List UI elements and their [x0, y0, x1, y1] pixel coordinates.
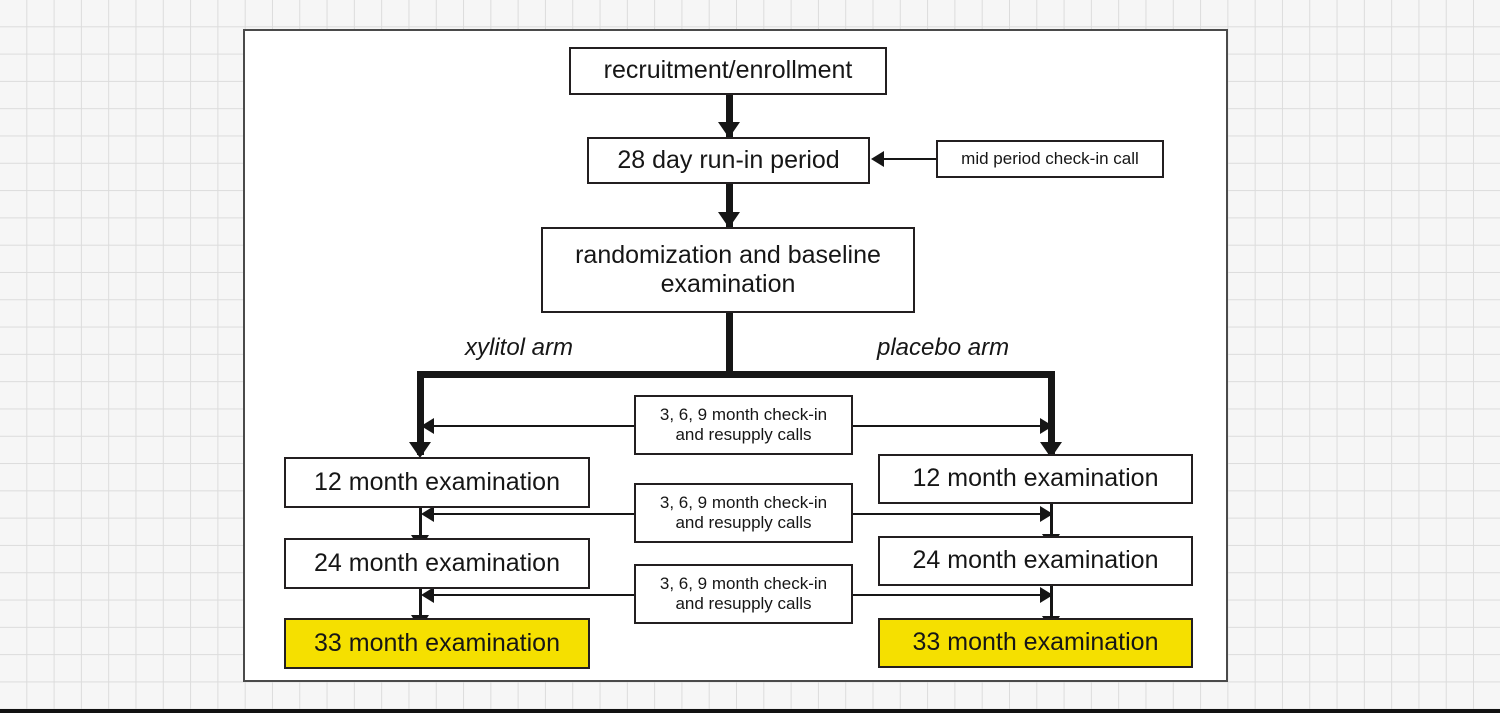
node-placebo-24-month-label: 24 month examination — [912, 546, 1159, 575]
connector-placebo-24-to-33 — [1050, 586, 1053, 631]
connector-checkin1-to-placebo — [853, 425, 1043, 427]
arrowhead-recruitment-to-runin — [718, 122, 740, 138]
node-xylitol-33-month-label: 33 month examination — [314, 628, 560, 657]
node-randomization-line2: examination — [660, 270, 796, 298]
node-placebo-33-month-label: 33 month examination — [912, 628, 1159, 657]
connector-arm-split-bar — [417, 371, 1055, 378]
diagram-canvas: recruitment/enrollment 28 day run-in per… — [243, 29, 1228, 682]
arrowhead-midcall-to-runin — [871, 151, 884, 167]
node-mid-period-call-label: mid period check-in call — [961, 148, 1139, 168]
node-checkin-calls-2[interactable]: 3, 6, 9 month check-in and resupply call… — [634, 483, 853, 543]
connector-checkin3-to-xylitol — [431, 594, 636, 596]
node-xylitol-12-month-label: 12 month examination — [314, 467, 560, 496]
connector-recruitment-to-runin — [726, 94, 733, 137]
node-recruitment-label: recruitment/enrollment — [603, 56, 853, 85]
node-xylitol-33-month[interactable]: 33 month examination — [284, 618, 590, 669]
node-checkin-calls-2-label: 3, 6, 9 month check-in and resupply call… — [654, 493, 833, 533]
node-randomization[interactable]: randomization and baseline examination — [541, 227, 915, 313]
connector-checkin2-to-placebo — [853, 513, 1043, 515]
connector-randomization-down — [726, 313, 733, 377]
checkin-2-line2: and resupply calls — [675, 513, 812, 532]
connector-placebo-12-to-24 — [1050, 504, 1053, 549]
node-randomization-line1: randomization and baseline — [575, 240, 881, 269]
node-placebo-33-month[interactable]: 33 month examination — [878, 618, 1193, 668]
connector-placebo-drop — [1048, 371, 1055, 455]
arrowhead-xylitol-drop — [409, 442, 431, 458]
checkin-1-line1: 3, 6, 9 month check-in — [659, 404, 828, 424]
node-mid-period-call[interactable]: mid period check-in call — [936, 140, 1164, 178]
node-placebo-12-month[interactable]: 12 month examination — [878, 454, 1193, 504]
connector-checkin2-to-xylitol — [431, 513, 636, 515]
arrowhead-runin-to-randomization — [718, 212, 740, 228]
checkin-3-line2: and resupply calls — [675, 594, 812, 613]
node-checkin-calls-1-label: 3, 6, 9 month check-in and resupply call… — [654, 405, 833, 445]
connector-xylitol-12-to-24 — [419, 508, 422, 550]
bottom-rule — [0, 709, 1500, 713]
connector-midcall-to-runin — [882, 158, 937, 160]
arrowhead-checkin3-to-placebo — [1040, 587, 1053, 603]
connector-checkin1-to-xylitol — [431, 425, 636, 427]
node-placebo-24-month[interactable]: 24 month examination — [878, 536, 1193, 586]
connector-checkin3-to-placebo — [853, 594, 1043, 596]
connector-xylitol-24-to-33 — [419, 588, 422, 630]
node-recruitment[interactable]: recruitment/enrollment — [569, 47, 887, 95]
node-placebo-12-month-label: 12 month examination — [912, 464, 1159, 493]
connector-xylitol-drop — [417, 371, 424, 455]
arrowhead-checkin1-to-placebo — [1040, 418, 1053, 434]
node-xylitol-24-month-label: 24 month examination — [314, 548, 560, 577]
connector-runin-to-randomization — [726, 183, 733, 229]
node-run-in-period-label: 28 day run-in period — [617, 145, 840, 174]
node-checkin-calls-3-label: 3, 6, 9 month check-in and resupply call… — [654, 574, 833, 614]
node-run-in-period[interactable]: 28 day run-in period — [587, 137, 870, 184]
node-xylitol-12-month[interactable]: 12 month examination — [284, 457, 590, 508]
arrowhead-checkin2-to-xylitol — [421, 506, 434, 522]
checkin-1-line2: and resupply calls — [675, 425, 812, 444]
arrowhead-checkin2-to-placebo — [1040, 506, 1053, 522]
node-checkin-calls-3[interactable]: 3, 6, 9 month check-in and resupply call… — [634, 564, 853, 624]
checkin-3-line1: 3, 6, 9 month check-in — [659, 573, 828, 593]
arm-label-xylitol: xylitol arm — [465, 334, 574, 361]
arrowhead-checkin3-to-xylitol — [421, 587, 434, 603]
arm-label-placebo: placebo arm — [877, 334, 1010, 361]
node-xylitol-24-month[interactable]: 24 month examination — [284, 538, 590, 589]
node-checkin-calls-1[interactable]: 3, 6, 9 month check-in and resupply call… — [634, 395, 853, 455]
node-randomization-label: randomization and baseline examination — [569, 241, 887, 300]
arrowhead-checkin1-to-xylitol — [421, 418, 434, 434]
checkin-2-line1: 3, 6, 9 month check-in — [659, 492, 828, 512]
